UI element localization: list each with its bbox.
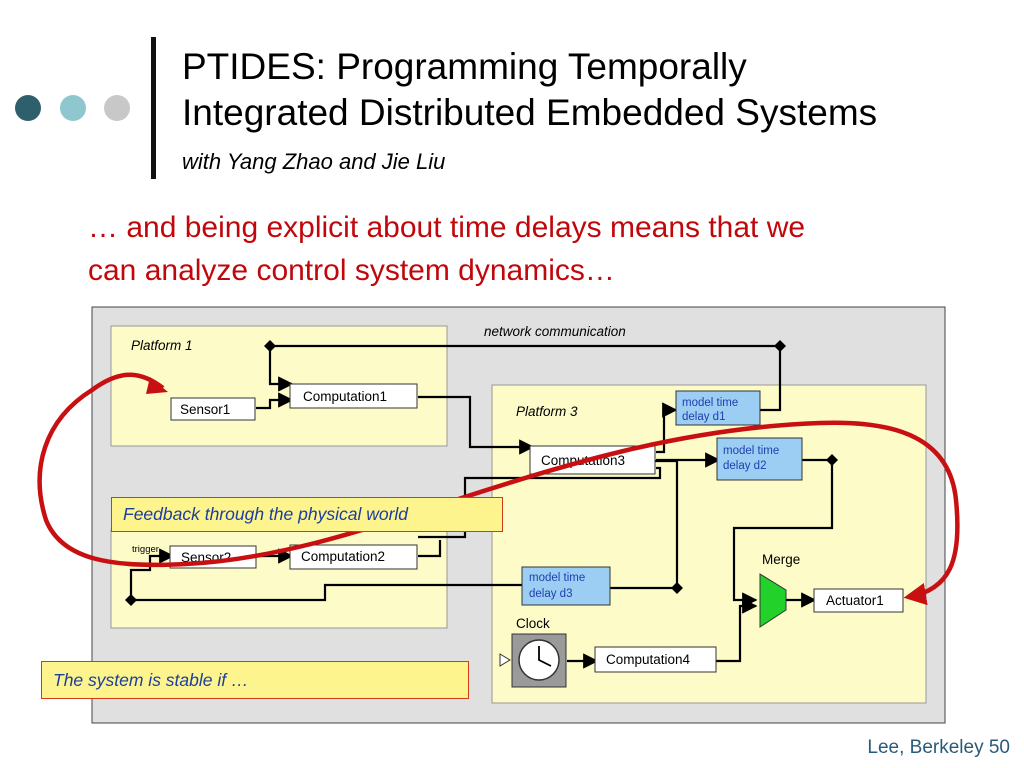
sensor1-label: Sensor1 <box>180 402 230 417</box>
actor-computation2[interactable]: Computation2 <box>289 544 418 570</box>
delay-d3-line1: model time <box>529 572 585 584</box>
decor-dot-light <box>60 95 86 121</box>
title-line-2: Integrated Distributed Embedded Systems <box>182 92 878 133</box>
footer-credit: Lee, Berkeley 50 <box>867 737 1010 758</box>
relation-node <box>125 594 137 606</box>
clock-label: Clock <box>516 616 550 631</box>
delay-d1-line1: model time <box>682 397 738 409</box>
delay-d3-line2: delay d3 <box>529 588 572 600</box>
slide-title: PTIDES: Programming Temporally Integrate… <box>182 44 877 136</box>
relation-node <box>826 454 838 466</box>
decor-dot-dark <box>15 95 41 121</box>
computation4-label: Computation4 <box>606 652 691 667</box>
actuator1-label: Actuator1 <box>826 593 884 608</box>
actor-computation1[interactable]: Computation1 <box>289 383 418 409</box>
title-divider <box>151 37 156 179</box>
network-label: network communication <box>484 324 626 339</box>
actor-delay-d2[interactable]: model time delay d2 <box>716 437 803 481</box>
bullet-text: … and being explicit about time delays m… <box>88 206 988 292</box>
actor-computation4[interactable]: Computation4 <box>594 646 717 673</box>
relation-nodes <box>125 340 838 606</box>
computation2-label: Computation2 <box>301 549 385 564</box>
actor-actuator1[interactable]: Actuator1 <box>813 588 904 613</box>
feedback-arrow-head <box>146 377 168 394</box>
decor-dot-gray <box>104 95 130 121</box>
actor-clock[interactable]: Clock <box>499 616 567 688</box>
trigger-label: trigger <box>132 544 159 555</box>
computation1-label: Computation1 <box>303 389 387 404</box>
actor-sensor1[interactable]: Sensor1 <box>170 397 256 421</box>
actor-delay-d1[interactable]: model time delay d1 <box>675 390 761 426</box>
bullet-line-1: … and being explicit about time delays m… <box>88 211 806 244</box>
callout-feedback: Feedback through the physical world <box>111 497 503 532</box>
delay-d2-line1: model time <box>723 445 779 457</box>
bullet-line-2: can analyze control system dynamics… <box>88 254 615 287</box>
relation-node <box>774 340 786 352</box>
delay-d1-line2: delay d1 <box>682 411 725 423</box>
platform1-label: Platform 1 <box>131 338 193 353</box>
title-line-1: PTIDES: Programming Temporally <box>182 46 747 87</box>
slide-subtitle: with Yang Zhao and Jie Liu <box>182 149 446 174</box>
actor-delay-d3[interactable]: model time delay d3 <box>521 566 611 606</box>
actor-merge[interactable]: Merge <box>759 552 800 628</box>
merge-label: Merge <box>762 552 800 567</box>
delay-d2-line2: delay d2 <box>723 460 766 472</box>
relation-node <box>671 582 683 594</box>
callout-stable: The system is stable if … <box>41 661 469 699</box>
platform3-label: Platform 3 <box>516 404 578 419</box>
relation-node <box>264 340 276 352</box>
